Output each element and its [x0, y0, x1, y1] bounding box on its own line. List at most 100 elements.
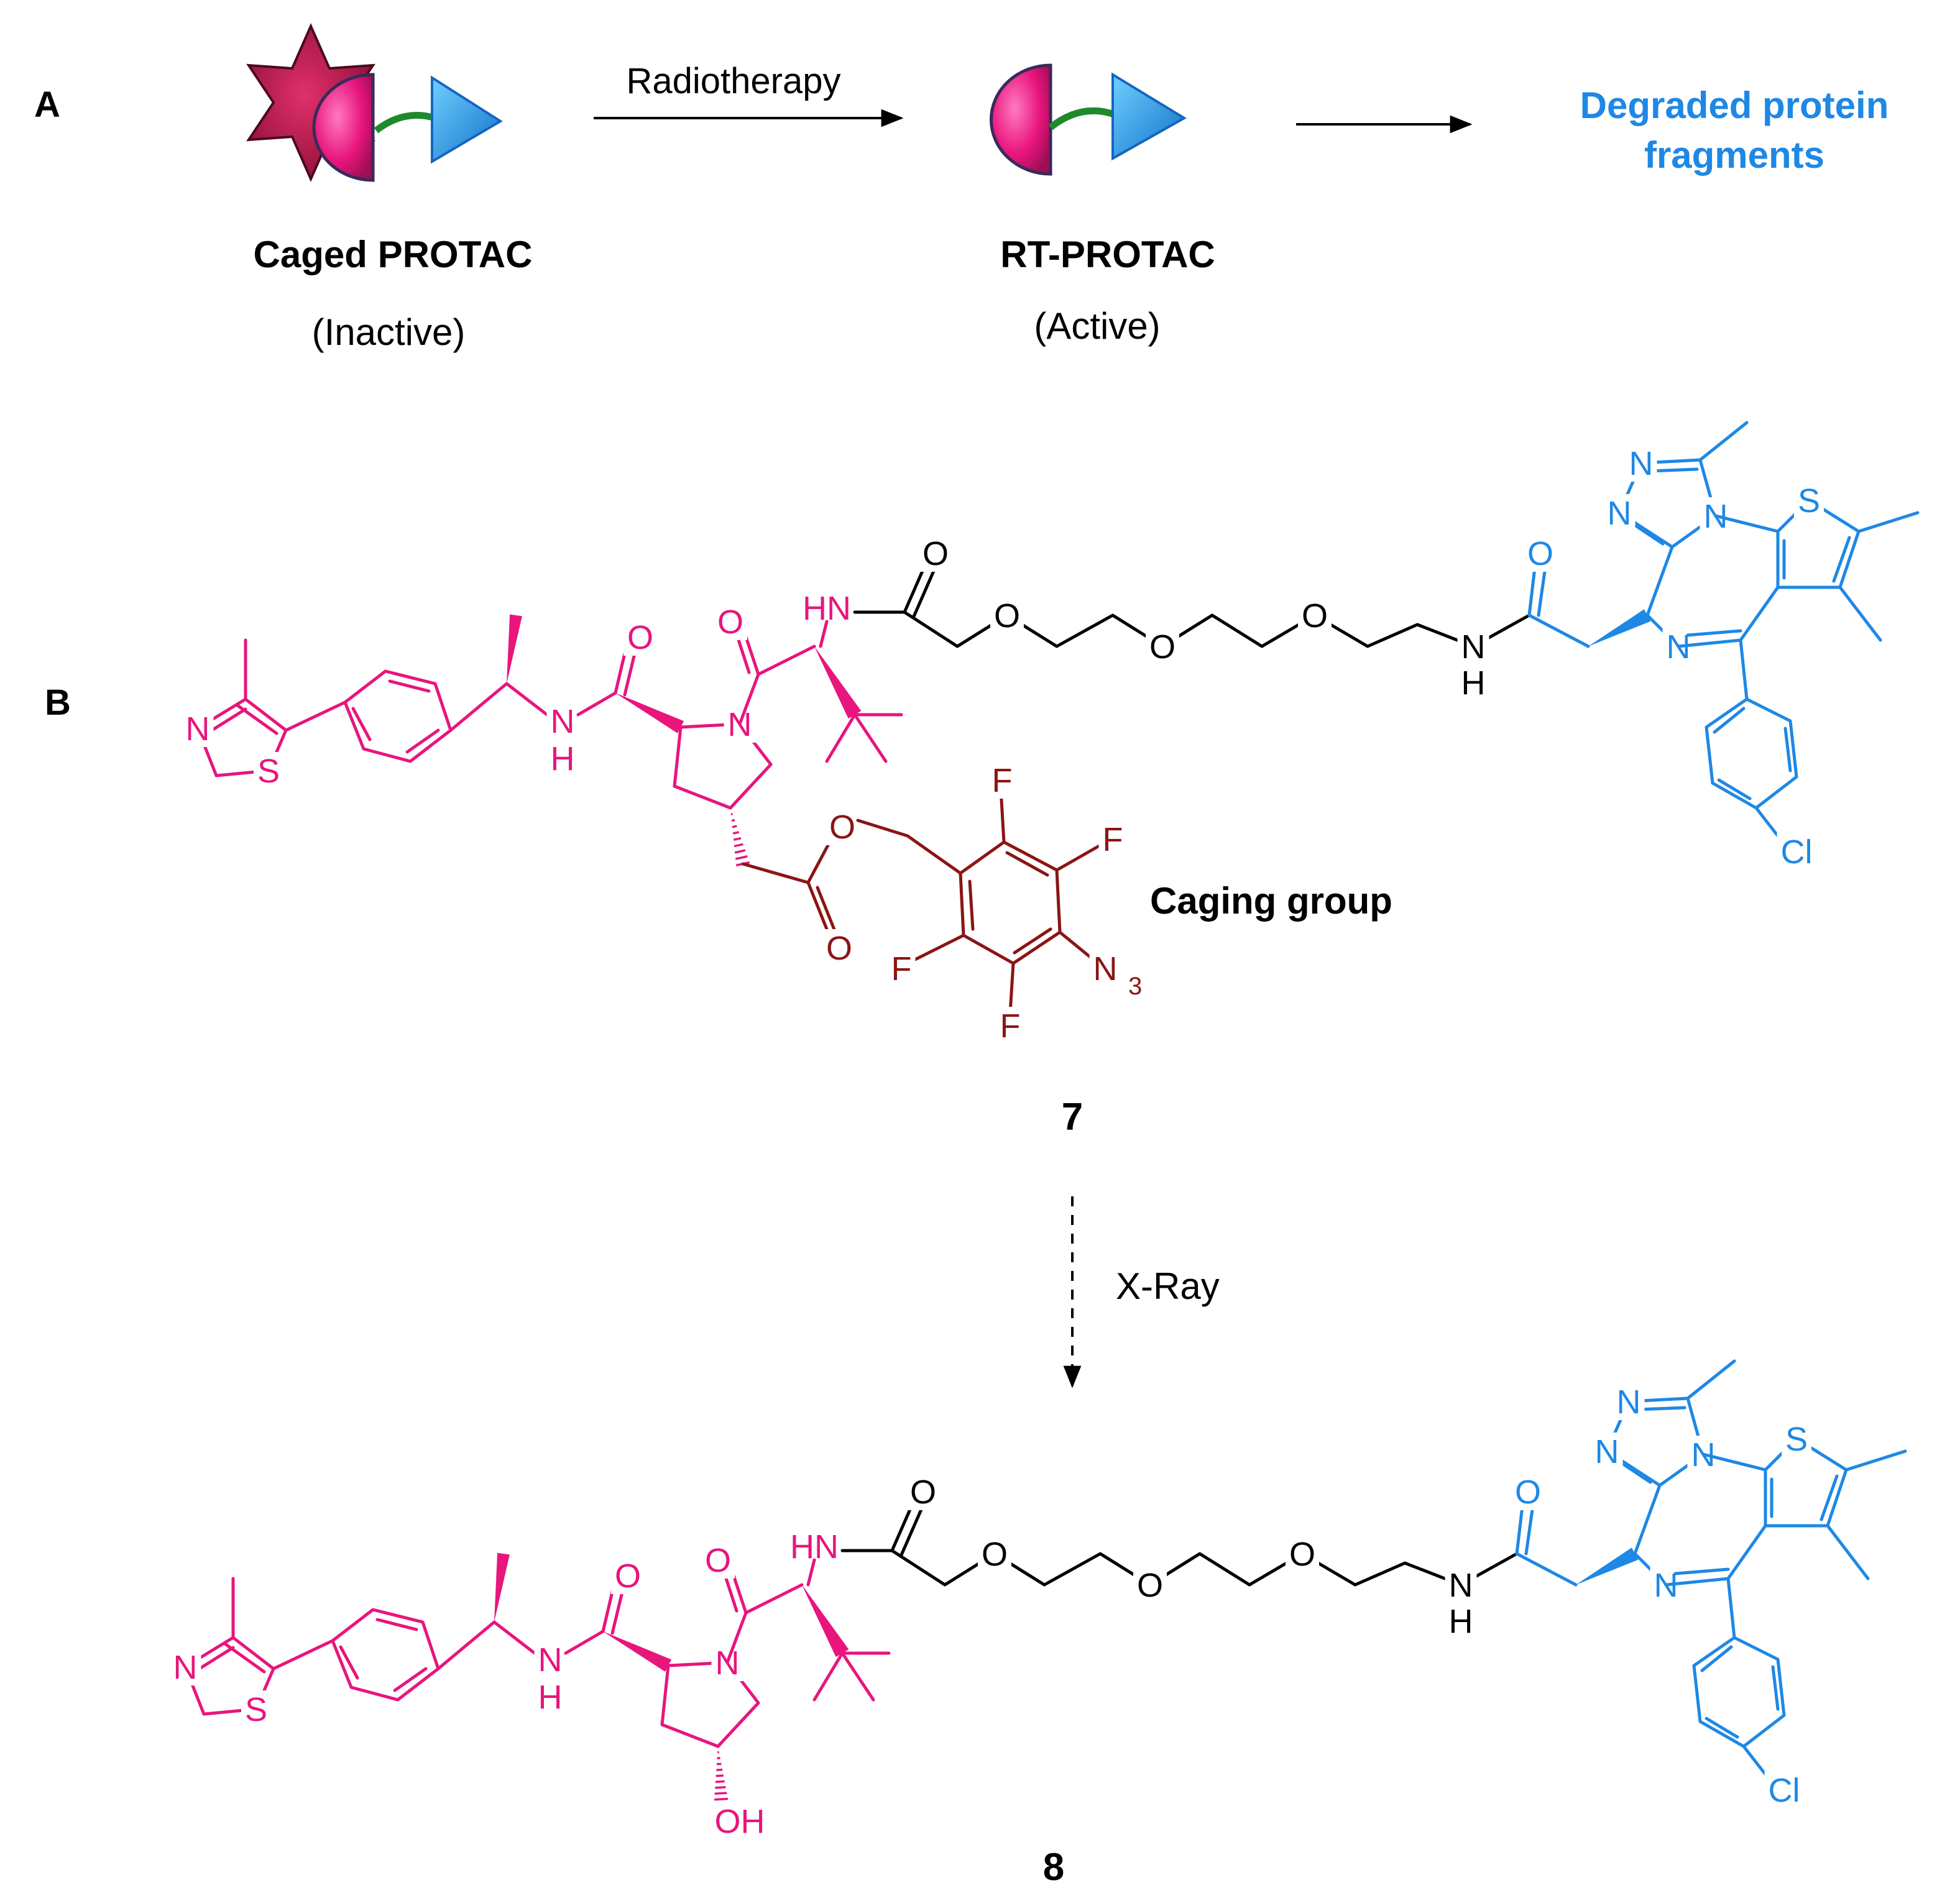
bond: [438, 1622, 494, 1669]
amide-nitrogen: N: [538, 1641, 563, 1679]
bond: [1741, 587, 1778, 640]
fluorine-atom: F: [1103, 821, 1123, 858]
rt-protac-title: RT-PROTAC: [1000, 234, 1215, 275]
wedge-bond: [603, 1631, 671, 1672]
bond: [578, 693, 615, 715]
bond: [1010, 963, 1013, 1013]
bond: [1635, 1485, 1660, 1554]
panel-a-label: A: [34, 85, 60, 125]
caged-protac-cartoon: [249, 26, 500, 180]
azide-subscript: 3: [1128, 973, 1142, 1000]
ether-oxygen: O: [1149, 628, 1176, 666]
wedge-bond: [615, 693, 684, 733]
bond: [286, 702, 345, 730]
ether-oxygen: O: [982, 1536, 1008, 1573]
hashed-bond-tick: [732, 826, 737, 827]
thiazole-nitrogen: N: [186, 710, 210, 748]
bond: [914, 567, 936, 617]
bond-chain: [662, 1662, 758, 1746]
hashed-bond-tick: [715, 1781, 725, 1782]
bond: [1650, 469, 1697, 471]
carbonyl-oxygen: O: [717, 603, 743, 641]
chlorine-atom: Cl: [1781, 833, 1813, 871]
degraded-fragments-line2: fragments: [1644, 134, 1824, 176]
bond: [274, 1641, 333, 1669]
bond: [827, 715, 855, 761]
wedge-bond: [494, 1553, 510, 1622]
thiazole-nitrogen: N: [173, 1649, 198, 1686]
bond: [1773, 1667, 1778, 1709]
bond: [743, 864, 808, 883]
fluorine-atom: F: [992, 762, 1013, 799]
bond: [1057, 845, 1100, 870]
bond: [209, 709, 246, 732]
bond: [451, 684, 507, 730]
carbonyl-oxygen: O: [627, 619, 653, 656]
bond: [855, 715, 886, 761]
compound-7-number: 7: [1062, 1096, 1083, 1139]
bond: [395, 1669, 426, 1690]
triazole-nitrogen: N: [1629, 445, 1654, 482]
bond: [1700, 423, 1747, 460]
ring: [1694, 1638, 1784, 1746]
bond: [1840, 587, 1880, 640]
wedge-bond: [1588, 609, 1650, 646]
amide-nitrogen: N: [1461, 628, 1486, 666]
amide-nitrogen: N: [551, 703, 575, 740]
bond: [858, 820, 908, 836]
bond: [901, 1505, 923, 1555]
carbonyl-oxygen: O: [615, 1557, 641, 1595]
bond: [1675, 1569, 1728, 1574]
hashed-bond-tick: [735, 856, 747, 859]
amide-hydrogen: H: [1449, 1603, 1473, 1640]
degraded-fragments-line1: Degraded protein: [1580, 85, 1889, 126]
wedge-bond: [802, 1585, 849, 1657]
amide-nitrogen: N: [1449, 1567, 1473, 1604]
amide-hydrogen: H: [538, 1679, 563, 1716]
wedge-bond: [814, 646, 861, 718]
ether-oxygen: O: [994, 597, 1020, 635]
hashed-bond-tick: [733, 832, 739, 833]
carbonyl-oxygen: O: [910, 1474, 936, 1511]
linker-curve-icon: [1051, 111, 1116, 127]
fluorine-atom: F: [1000, 1007, 1021, 1045]
bond: [1741, 640, 1747, 699]
azide-nitrogen: N: [1093, 950, 1118, 988]
thiophene-sulfur: S: [1798, 482, 1820, 520]
amide-hydrogen: H: [551, 740, 575, 777]
hashed-bond-tick: [731, 814, 732, 815]
wedge-bond: [507, 615, 522, 684]
wedge-bond: [1576, 1548, 1638, 1585]
rt-protac-cartoon: [991, 65, 1184, 174]
bond: [1728, 1526, 1765, 1579]
bond: [914, 935, 964, 960]
bond: [196, 1648, 233, 1671]
bond: [842, 1653, 873, 1700]
bond: [1744, 1746, 1765, 1774]
bond: [1785, 728, 1790, 771]
caging-group-label: Caging group: [1150, 880, 1392, 922]
carbonyl-oxygen: O: [1527, 535, 1553, 572]
bond: [1517, 1554, 1576, 1585]
bond: [1638, 1408, 1685, 1410]
bond: [1529, 615, 1588, 646]
chlorine-atom: Cl: [1769, 1772, 1800, 1809]
caged-protac-title: Caged PROTAC: [254, 234, 533, 275]
bond: [1846, 1451, 1905, 1470]
bond: [390, 681, 429, 691]
bond: [341, 1647, 357, 1678]
bond: [746, 1585, 802, 1613]
e3-ligase-half-disc-icon: [991, 65, 1051, 174]
hashed-bond-tick: [734, 838, 741, 840]
carbonyl-oxygen: O: [1515, 1474, 1541, 1511]
fluorine-atom: F: [891, 950, 912, 988]
radiotherapy-label: Radiotherapy: [627, 61, 841, 101]
ester-oxygen: O: [829, 809, 855, 846]
bond: [1834, 538, 1849, 581]
compound-8-number: 8: [1043, 1846, 1064, 1889]
amide-hydrogen: H: [1461, 664, 1486, 702]
bond: [758, 646, 814, 674]
